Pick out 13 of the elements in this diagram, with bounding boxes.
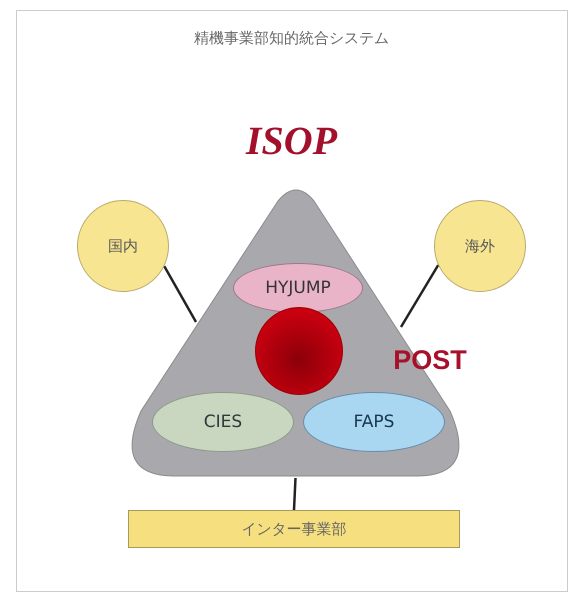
node-label: HYJUMP bbox=[265, 278, 331, 298]
node-label: 海外 bbox=[465, 236, 495, 256]
node-label: CIES bbox=[204, 412, 242, 432]
connector-line bbox=[400, 264, 440, 328]
title: 精機事業部知的統合システム bbox=[193, 28, 390, 48]
connector-line bbox=[292, 478, 297, 510]
department-box bbox=[128, 510, 460, 548]
connector-line bbox=[163, 266, 198, 323]
node-label: FAPS bbox=[354, 412, 394, 432]
node-label: 国内 bbox=[108, 236, 138, 256]
node-label: インター事業部 bbox=[242, 520, 346, 538]
system-title: ISOP bbox=[244, 116, 338, 164]
system-label: POST bbox=[392, 344, 468, 376]
